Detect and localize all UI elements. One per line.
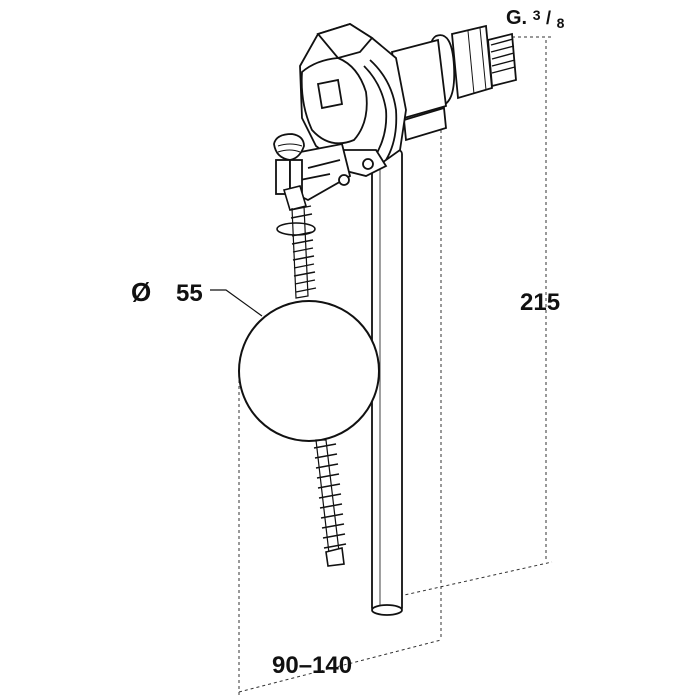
dimension-lines [238, 36, 553, 696]
diameter-symbol: Ø [131, 277, 151, 307]
height-label: 215 [520, 289, 560, 316]
upper-rod-thread [290, 205, 317, 293]
labels: G. 3 / 8 215 Ø 55 90–140 [131, 3, 565, 679]
upper-rod [276, 185, 317, 299]
thread-label: G. 3 / 8 [506, 3, 565, 31]
lower-rod [313, 439, 347, 567]
lower-rod-thread [313, 443, 347, 549]
float-ball [238, 300, 380, 442]
inlet-connector [390, 24, 517, 142]
inlet-thread [490, 38, 516, 74]
leader-lines [210, 289, 263, 317]
diameter-label: 55 [176, 280, 203, 307]
float-arm [273, 133, 352, 202]
valve-head [299, 23, 407, 177]
arm-range-label: 90–140 [272, 652, 352, 679]
